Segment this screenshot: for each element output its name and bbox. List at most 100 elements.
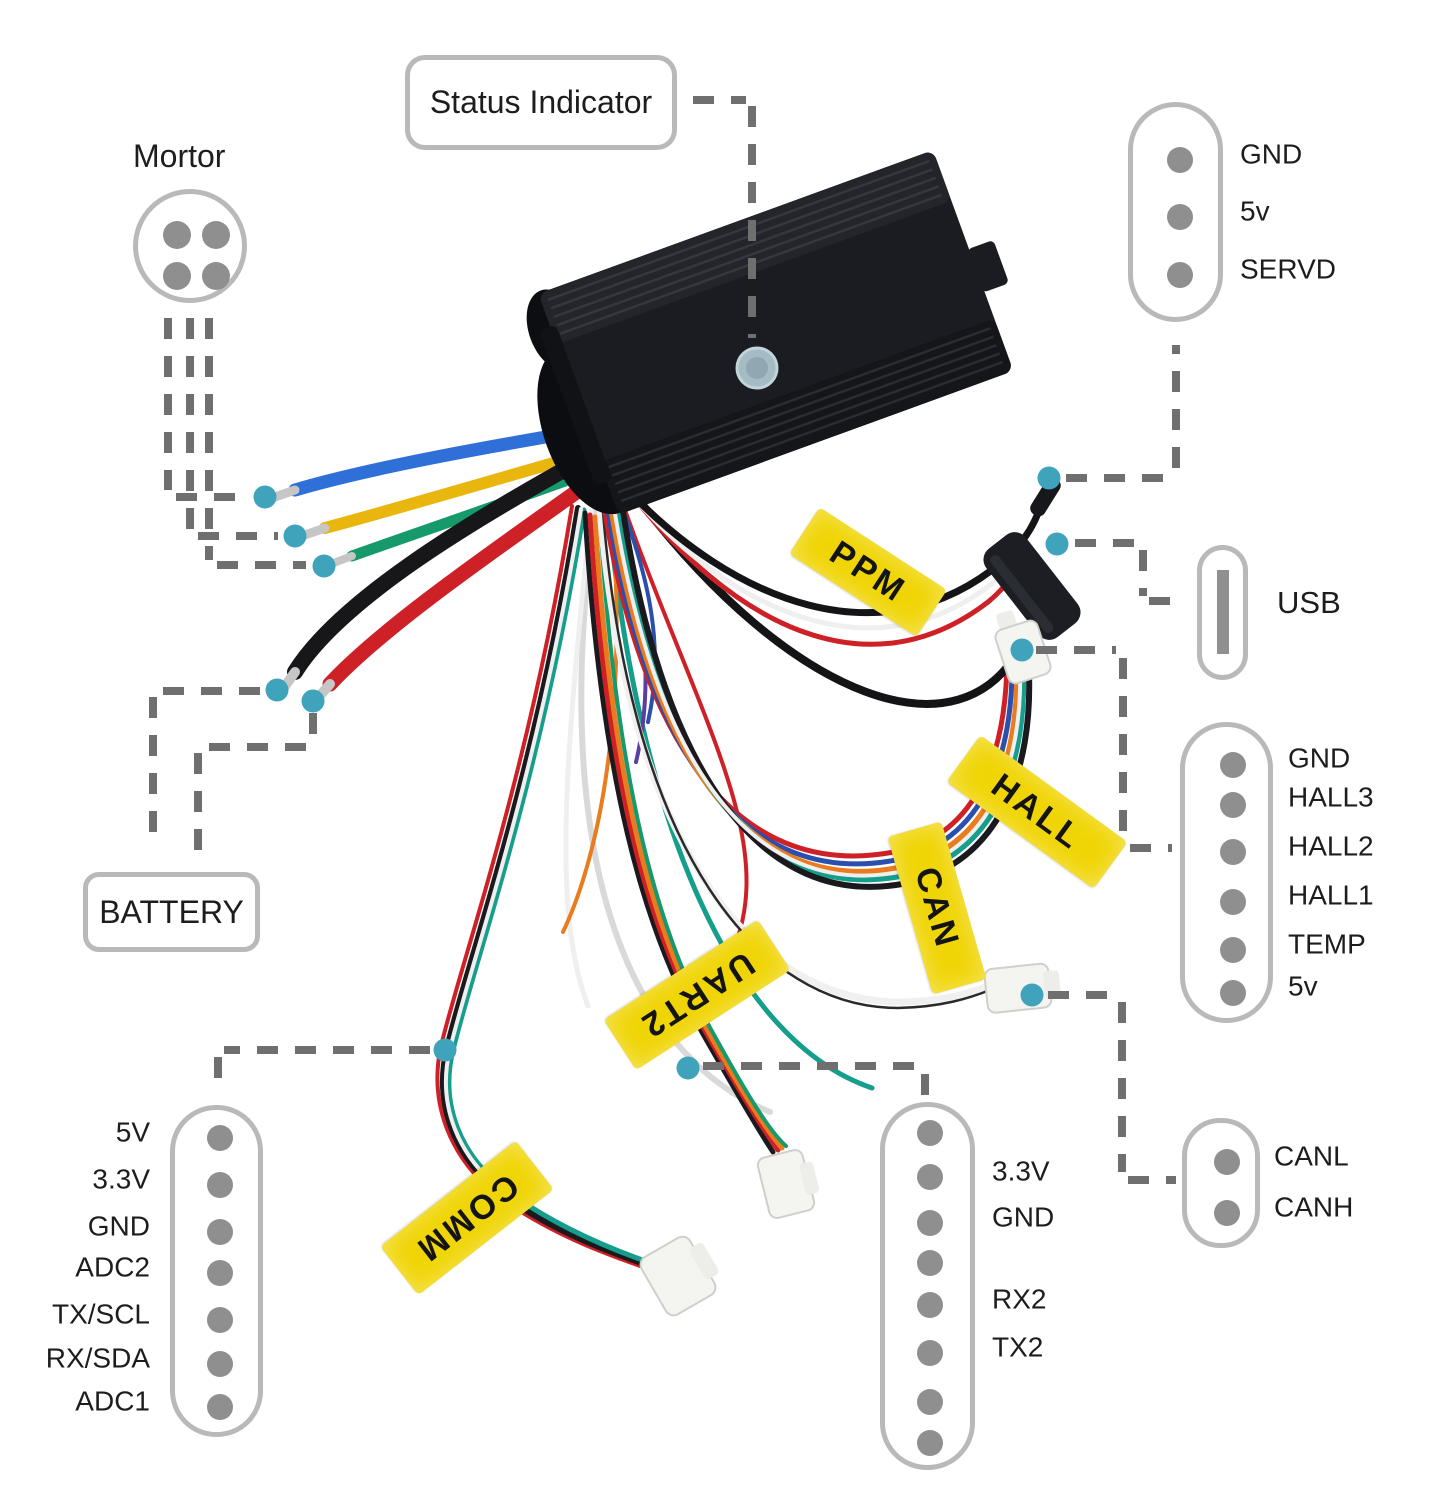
- connection-dot-ppm: [1037, 466, 1061, 490]
- servo-leader: [1066, 345, 1180, 482]
- comm-pin-rxsda: [207, 1351, 233, 1377]
- servo-pin-label-5v: 5v: [1240, 195, 1270, 227]
- motor-pin-3: [163, 262, 191, 290]
- comm-tape: COMM: [380, 1140, 554, 1296]
- can-leader: [1048, 991, 1176, 1184]
- comm-pin-label-rxsda: RX/SDA: [45, 1342, 150, 1374]
- connection-dot-uart2: [676, 1056, 700, 1080]
- controller-box: [540, 152, 1011, 513]
- hall-pin-label-hall3: HALL3: [1288, 781, 1374, 813]
- battery-callout: BATTERY: [83, 872, 260, 952]
- connection-dot-can: [1020, 983, 1044, 1007]
- ppm-tape: PPM: [789, 507, 947, 637]
- connection-dot-phase-green: [312, 554, 336, 578]
- can-tape: CAN: [887, 821, 987, 995]
- can-pin-block: [1182, 1118, 1260, 1248]
- comm-pin-gnd: [207, 1219, 233, 1245]
- can-pin-canl: [1214, 1149, 1240, 1175]
- can-pin-label-canh: CANH: [1274, 1191, 1354, 1223]
- hall-pin-block: [1180, 722, 1273, 1023]
- hall-pin-label-hall1: HALL1: [1288, 879, 1374, 911]
- battery-wires: [278, 454, 604, 704]
- comm-pin-label-adc2: ADC2: [75, 1251, 150, 1283]
- connection-dot-batt-red: [301, 689, 325, 713]
- servo-pin-block: [1128, 102, 1223, 322]
- uart2-pin-4: [917, 1250, 943, 1276]
- hall-pin-5v: [1220, 980, 1246, 1006]
- can-pin-canh: [1214, 1200, 1240, 1226]
- comm-pin-5v: [207, 1125, 233, 1151]
- usb-bar-icon: [1217, 570, 1229, 654]
- motor-connector-icon: [133, 189, 247, 303]
- hall-pin-hall1: [1220, 889, 1246, 915]
- servo-pin-gnd: [1167, 147, 1193, 173]
- connection-dot-phase-yellow: [283, 524, 307, 548]
- comm-plug: [639, 1235, 719, 1317]
- hall-tape: HALL: [946, 735, 1128, 889]
- hall-pin-temp: [1220, 937, 1246, 963]
- comm-pin-label-gnd: GND: [87, 1210, 150, 1242]
- status-indicator-callout: Status Indicator: [405, 55, 677, 150]
- motor-leader-1: [164, 318, 248, 501]
- hall-pin-hall3: [1220, 792, 1246, 818]
- servo-pin-5v: [1167, 204, 1193, 230]
- motor-phase-wires: [267, 421, 618, 568]
- comm-pin-3v3: [207, 1172, 233, 1198]
- servo-pin-label-gnd: GND: [1240, 138, 1303, 170]
- hall-pin-label-hall2: HALL2: [1288, 830, 1374, 862]
- uart2-tape: UART2: [603, 919, 791, 1071]
- comm-pin-txscl: [207, 1307, 233, 1333]
- hall-pin-label-5v: 5v: [1288, 970, 1318, 1002]
- uart2-pin-2: [917, 1164, 943, 1190]
- uart2-pin-3: [917, 1210, 943, 1236]
- uart2-pin-1: [917, 1120, 943, 1146]
- status-indicator-label: Status Indicator: [429, 84, 653, 120]
- usb-leader: [1075, 539, 1170, 605]
- connection-dot-comm: [433, 1038, 457, 1062]
- comm-pin-block: [170, 1105, 263, 1437]
- hall-pin-label-temp: TEMP: [1288, 928, 1366, 960]
- uart2-pin-6: [917, 1340, 943, 1366]
- comm-leader: [214, 1046, 430, 1095]
- uart2-pin-label-rx2: RX2: [992, 1283, 1047, 1315]
- uart2-pin-label-gnd: GND: [992, 1201, 1055, 1233]
- comm-pin-adc2: [207, 1260, 233, 1286]
- hall-pin-gnd: [1220, 752, 1246, 778]
- hall-pin-label-gnd: GND: [1288, 742, 1351, 774]
- connection-dot-usb: [1045, 532, 1069, 556]
- motor-pin-4: [202, 262, 230, 290]
- comm-pin-label-txscl: TX/SCL: [51, 1298, 150, 1330]
- usb-port-icon: [1197, 545, 1248, 680]
- uart2-pin-label-tx2: TX2: [992, 1331, 1044, 1363]
- uart2-pin-8: [917, 1430, 943, 1456]
- uart2-leader: [703, 1062, 929, 1097]
- uart2-plug: [756, 1149, 820, 1219]
- comm-pin-label-3v3: 3.3V: [92, 1163, 150, 1195]
- uart2-pin-7: [917, 1389, 943, 1415]
- motor-pin-1: [163, 221, 191, 249]
- battery-leader-2: [194, 713, 317, 850]
- motor-pin-2: [202, 221, 230, 249]
- servo-pin-servd: [1167, 262, 1193, 288]
- battery-label: BATTERY: [99, 893, 244, 930]
- uart2-pin-block: [880, 1102, 975, 1470]
- status-led: [735, 346, 779, 390]
- connection-dot-batt-black: [265, 678, 289, 702]
- usb-dongle: [983, 532, 1081, 640]
- hall-pin-hall2: [1220, 839, 1246, 865]
- comm-cable: [435, 504, 653, 1270]
- motor-label: Mortor: [133, 138, 226, 174]
- comm-pin-label-5v: 5V: [115, 1116, 150, 1148]
- comm-pin-label-adc1: ADC1: [75, 1385, 150, 1417]
- uart2-pin-label-3v3: 3.3V: [992, 1155, 1050, 1187]
- connection-dot-hall: [1010, 638, 1034, 662]
- comm-pin-adc1: [207, 1394, 233, 1420]
- connection-dot-phase-blue: [253, 485, 277, 509]
- can-pin-label-canl: CANL: [1274, 1140, 1349, 1172]
- battery-leader-1: [149, 687, 260, 845]
- wire-grommet: [526, 289, 643, 515]
- uart2-pin-5: [917, 1292, 943, 1318]
- usb-label: USB: [1277, 585, 1341, 620]
- servo-pin-label-servd: SERVD: [1240, 253, 1336, 285]
